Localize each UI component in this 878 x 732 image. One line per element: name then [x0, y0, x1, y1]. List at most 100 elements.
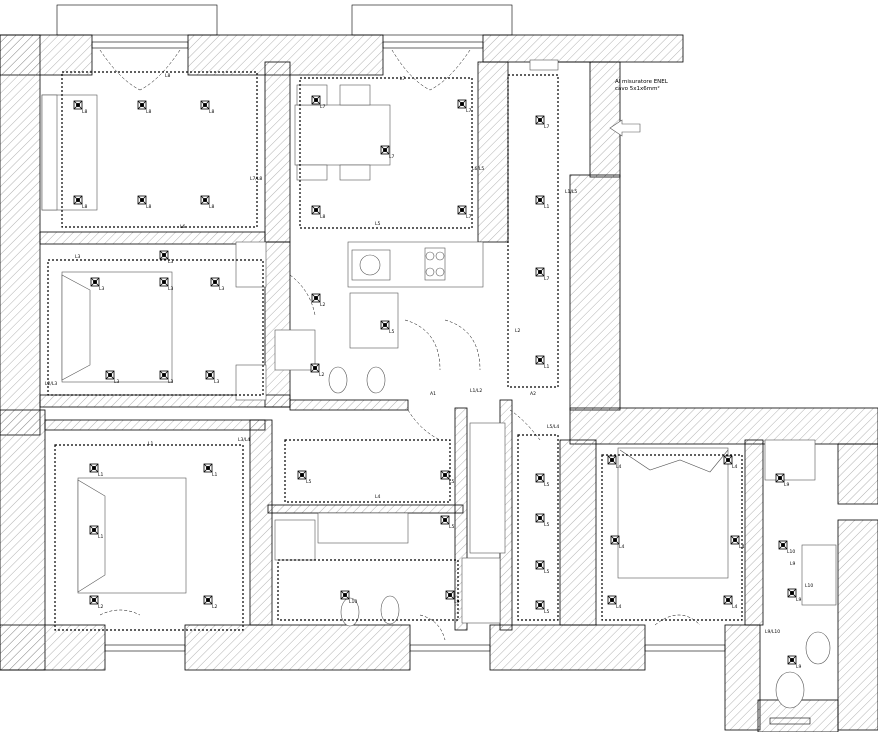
light-fixture-mark — [535, 355, 545, 365]
circuit-label: A1 — [430, 391, 436, 397]
light-fixture-mark — [89, 525, 99, 535]
light-fixture-mark — [89, 595, 99, 605]
fixture-label: L3 — [168, 286, 174, 292]
fixture-label: L2 — [319, 372, 325, 378]
fixture-label: L8 — [146, 109, 152, 115]
light-fixture-mark — [445, 590, 455, 600]
fixture-label: L10 — [787, 549, 795, 555]
circuit-label: L2 — [515, 328, 521, 334]
fixture-label: L3 — [219, 286, 225, 292]
fixture-label: L7 — [466, 108, 472, 114]
light-fixture-mark — [610, 535, 620, 545]
switch-labels: L7/L8L6/L5L1/L5L2/L3L5/L4L1/L2L3/L4L9/L1… — [45, 166, 780, 635]
fixture-label: L4 — [732, 604, 738, 610]
fixture-label: L4 — [619, 544, 625, 550]
light-fixture-mark — [311, 205, 321, 215]
light-fixture-mark — [535, 267, 545, 277]
light-fixture-mark — [89, 463, 99, 473]
circuit-zones — [47, 71, 743, 631]
circuit-label: L1 — [148, 441, 154, 447]
fixture-label: L10 — [349, 599, 357, 605]
fixture-label: L9 — [796, 597, 802, 603]
light-fixture-mark — [535, 600, 545, 610]
switch-label: L5/L4 — [547, 424, 559, 430]
fixture-label: L3 — [168, 259, 174, 265]
light-fixture-mark — [73, 195, 83, 205]
light-fixture-mark — [205, 370, 215, 380]
fixture-label: L1 — [544, 204, 550, 210]
light-fixture-mark — [380, 145, 390, 155]
light-fixture-mark — [787, 655, 797, 665]
light-fixture-mark — [440, 470, 450, 480]
fixture-label: L8 — [209, 204, 215, 210]
light-fixture-mark — [535, 115, 545, 125]
fixture-label: L7 — [320, 104, 326, 110]
fixture-label: L5 — [544, 482, 550, 488]
circuit-label: A2 — [530, 391, 536, 397]
light-fixture-mark — [159, 250, 169, 260]
fixture-label: L3 — [99, 286, 105, 292]
fixture-label: L9 — [784, 482, 790, 488]
light-fixture-mark — [723, 595, 733, 605]
fixture-label: L2 — [98, 604, 104, 610]
light-fixture-mark — [535, 473, 545, 483]
fixture-label: L5 — [544, 609, 550, 615]
fixture-label: L4 — [732, 464, 738, 470]
light-fixture-mark — [137, 195, 147, 205]
light-fixture-mark — [787, 588, 797, 598]
fixture-label: L5 — [544, 522, 550, 528]
exterior-walls — [0, 4, 878, 732]
light-fixture-mark — [457, 205, 467, 215]
light-fixture-mark — [535, 560, 545, 570]
light-fixture-mark — [607, 595, 617, 605]
light-fixture-mark — [775, 473, 785, 483]
fixture-label: L2 — [320, 302, 326, 308]
fixture-label: L8 — [320, 214, 326, 220]
light-fixture-mark — [730, 535, 740, 545]
light-fixture-mark — [380, 320, 390, 330]
circuit-label: L10 — [805, 583, 813, 589]
fixture-label: L5 — [306, 479, 312, 485]
circuit-label: L9 — [790, 561, 796, 567]
fixture-label: L8 — [209, 109, 215, 115]
light-fixture-mark — [159, 277, 169, 287]
light-fixture-mark — [73, 100, 83, 110]
fixture-label: L5 — [449, 524, 455, 530]
light-fixture-mark — [457, 99, 467, 109]
fixture-label: L3 — [168, 379, 174, 385]
light-fixture-mark — [310, 363, 320, 373]
circuit-label: L5 — [375, 221, 381, 227]
light-fixture-mark — [340, 590, 350, 600]
fixture-label: L1 — [544, 364, 550, 370]
circuit-label: L3 — [75, 254, 81, 260]
fixture-label: L7 — [544, 124, 550, 130]
light-fixture-mark — [200, 100, 210, 110]
light-fixture-mark — [203, 463, 213, 473]
light-fixture-mark — [311, 293, 321, 303]
fixture-label: L4 — [616, 604, 622, 610]
switch-label: L9/L10 — [765, 629, 780, 635]
fixture-label: L5 — [449, 479, 455, 485]
light-fixture-mark — [297, 470, 307, 480]
fixture-label: L7 — [544, 276, 550, 282]
switch-label: L3/L4 — [238, 437, 250, 443]
circuit-label: L6 — [180, 224, 186, 230]
light-fixture-mark — [723, 455, 733, 465]
fixture-label: L2 — [212, 604, 218, 610]
light-fixture-mark — [311, 95, 321, 105]
switch-label: L2/L3 — [45, 381, 57, 387]
circuit-label: L4 — [375, 494, 381, 500]
fixture-label: L3 — [214, 379, 220, 385]
fixture-label: L1 — [98, 472, 104, 478]
fixture-label: L7 — [466, 214, 472, 220]
fixture-label: L4 — [616, 464, 622, 470]
fixture-label: L1 — [98, 534, 104, 540]
fixture-label: L9 — [454, 599, 460, 605]
circuit-label: L7 — [400, 76, 406, 82]
light-fixture-mark — [210, 277, 220, 287]
light-fixture-mark — [535, 513, 545, 523]
switch-label: L1/L5 — [565, 189, 577, 195]
windows — [91, 41, 811, 725]
light-fixture-mark — [203, 595, 213, 605]
